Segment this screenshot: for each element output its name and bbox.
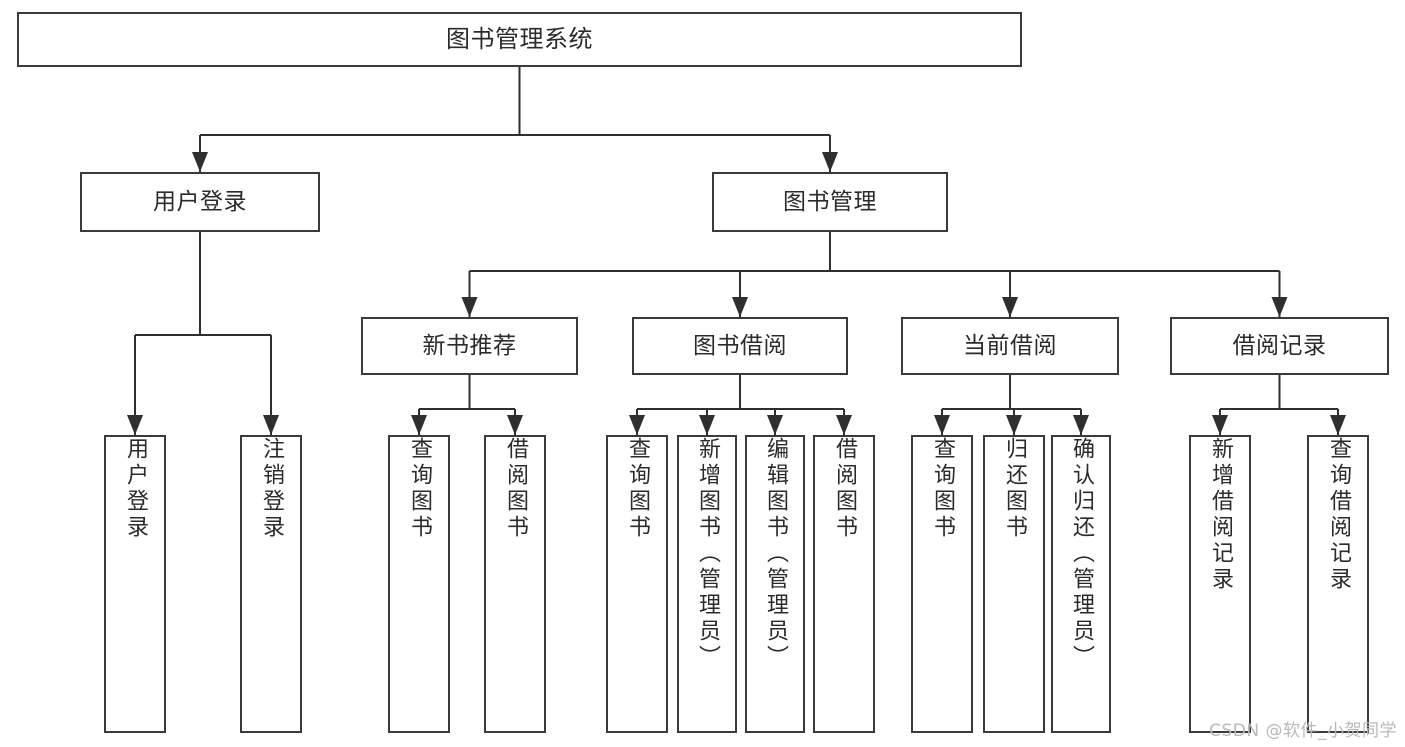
- node-label: 注销登录: [259, 437, 284, 541]
- node-l8[interactable]: 借阅图书: [813, 435, 875, 733]
- arrowhead-icon: [461, 297, 478, 317]
- node-l4[interactable]: 借阅图书: [484, 435, 546, 733]
- arrowhead-icon: [934, 415, 950, 435]
- arrowhead-icon: [1271, 297, 1288, 317]
- node-root[interactable]: 图书管理系统: [17, 12, 1022, 67]
- node-login[interactable]: 用户登录: [80, 172, 320, 232]
- arrowhead-icon: [411, 415, 427, 435]
- node-label: 新增借阅记录: [1208, 437, 1233, 593]
- node-l13[interactable]: 查询借阅记录: [1307, 435, 1369, 733]
- node-label: 归还图书: [1002, 437, 1027, 541]
- node-borrow[interactable]: 图书借阅: [632, 317, 848, 375]
- node-label: 确认归还（管理员）: [1069, 437, 1094, 671]
- node-label: 借阅图书: [832, 437, 857, 541]
- node-label: 用户登录: [153, 188, 247, 215]
- node-l1[interactable]: 用户登录: [104, 435, 166, 733]
- node-label: 图书管理系统: [446, 24, 593, 53]
- arrowhead-icon: [629, 415, 645, 435]
- arrowhead-icon: [1212, 415, 1228, 435]
- node-label: 查询借阅记录: [1326, 437, 1351, 593]
- node-label: 编辑图书（管理员）: [763, 437, 788, 671]
- node-label: 新书推荐: [422, 332, 517, 359]
- arrowhead-icon: [1330, 415, 1346, 435]
- arrowhead-icon: [263, 415, 279, 435]
- node-current[interactable]: 当前借阅: [901, 317, 1119, 375]
- node-label: 图书借阅: [693, 332, 787, 359]
- node-label: 查询图书: [625, 437, 650, 541]
- node-label: 用户登录: [123, 437, 148, 541]
- node-label: 图书管理: [783, 188, 877, 215]
- node-bookmgmt[interactable]: 图书管理: [712, 172, 948, 232]
- arrowhead-icon: [127, 415, 143, 435]
- node-label: 查询图书: [930, 437, 955, 541]
- node-label: 查询图书: [407, 437, 432, 541]
- node-l11[interactable]: 确认归还（管理员）: [1051, 435, 1111, 733]
- node-l6[interactable]: 新增图书（管理员）: [677, 435, 737, 733]
- node-l10[interactable]: 归还图书: [983, 435, 1045, 733]
- node-records[interactable]: 借阅记录: [1170, 317, 1389, 375]
- node-l3[interactable]: 查询图书: [388, 435, 450, 733]
- arrowhead-icon: [1073, 415, 1089, 435]
- node-l7[interactable]: 编辑图书（管理员）: [745, 435, 805, 733]
- arrowhead-icon: [192, 152, 208, 172]
- arrowhead-icon: [1002, 297, 1018, 317]
- arrowhead-icon: [732, 297, 748, 317]
- arrowhead-icon: [507, 415, 523, 435]
- node-newrec[interactable]: 新书推荐: [361, 317, 578, 375]
- arrowhead-icon: [1006, 415, 1022, 435]
- node-l9[interactable]: 查询图书: [911, 435, 973, 733]
- node-l5[interactable]: 查询图书: [606, 435, 668, 733]
- node-label: 当前借阅: [963, 332, 1057, 359]
- node-l12[interactable]: 新增借阅记录: [1189, 435, 1251, 733]
- arrowhead-icon: [767, 415, 783, 435]
- node-l2[interactable]: 注销登录: [240, 435, 302, 733]
- node-label: 新增图书（管理员）: [695, 437, 720, 671]
- node-label: 借阅记录: [1232, 332, 1327, 359]
- csdn-watermark: CSDN @软件_小贺同学: [1209, 721, 1397, 741]
- node-label: 借阅图书: [503, 437, 528, 541]
- arrowhead-icon: [836, 415, 852, 435]
- arrowhead-icon: [699, 415, 715, 435]
- arrowhead-icon: [822, 152, 838, 172]
